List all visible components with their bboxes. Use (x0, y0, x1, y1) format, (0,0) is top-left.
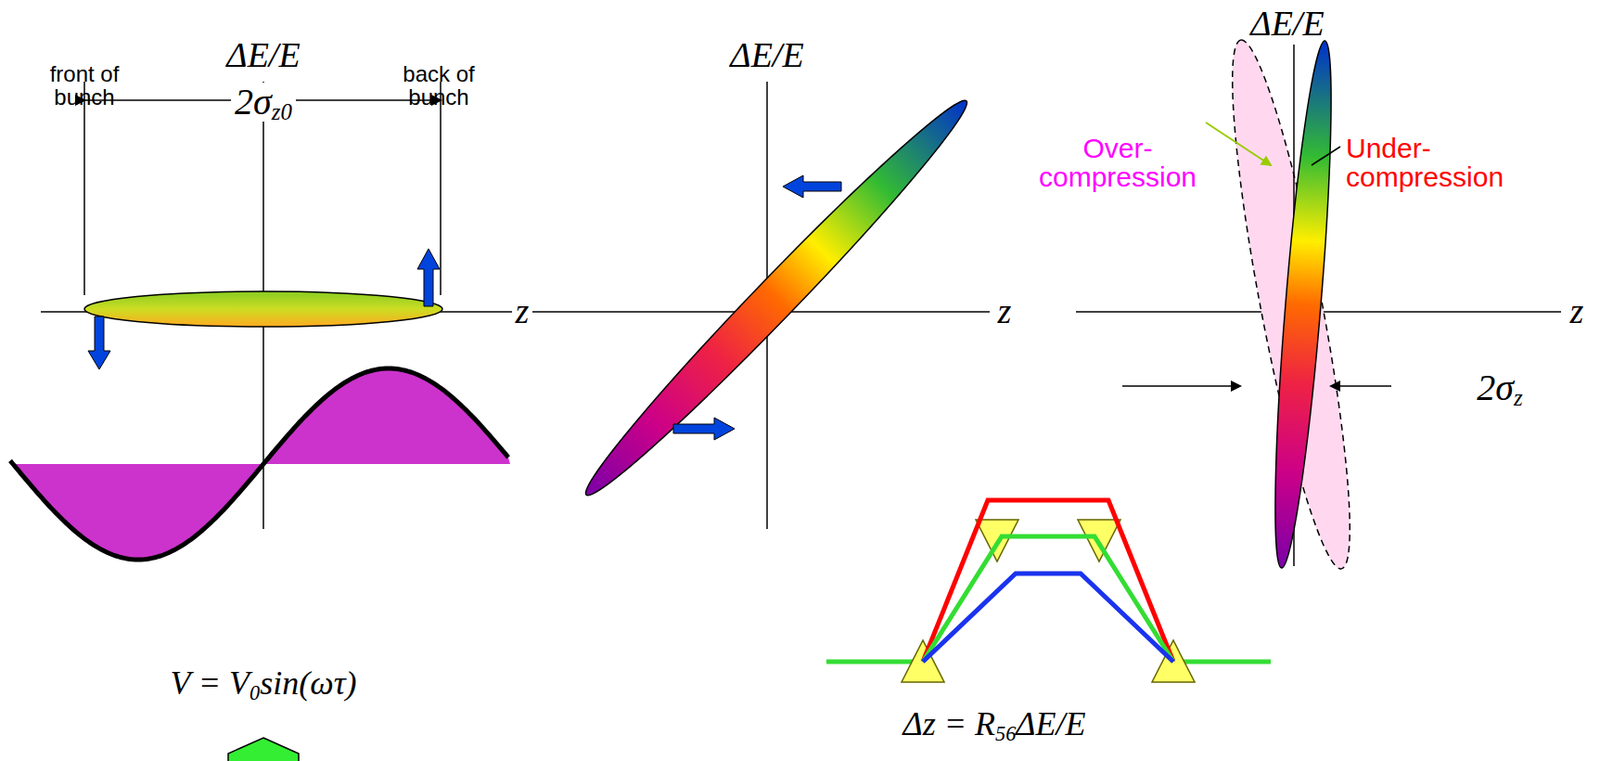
dimension-arrow (1122, 384, 1241, 387)
beam-path (1173, 659, 1271, 665)
kick-arrow (88, 316, 111, 370)
axis-label: z (1566, 293, 1588, 331)
rf-wave-fill (10, 368, 511, 560)
equation: Δz = R56ΔE/E (903, 706, 1087, 743)
callout-label: Over- compression (1024, 133, 1211, 192)
dimension-arrow (1331, 384, 1392, 387)
axis-label: ΔE/E (222, 37, 304, 75)
axis-label: ΔE/E (1250, 5, 1324, 43)
beam-path (922, 499, 1174, 662)
subscript: z (1513, 384, 1524, 410)
axis-label: z (512, 293, 534, 331)
rf-wave (10, 368, 509, 560)
dimension-label: 2σz0 (230, 82, 296, 122)
axis-label: z (994, 293, 1016, 331)
subscript: z0 (271, 99, 293, 125)
extension-line (83, 81, 86, 295)
over-compressed-bunch (1210, 34, 1372, 575)
leader-line (1205, 122, 1271, 166)
beam-path (922, 536, 1174, 662)
bunch-end-label: back of bunch (396, 62, 481, 109)
equation: V = V0sin(ωτ) (169, 665, 357, 702)
subscript: 56 (995, 721, 1016, 745)
shift-arrow (782, 175, 842, 198)
beam-path (826, 659, 923, 665)
callout-label: Under- compression (1345, 133, 1569, 192)
dimension-label: 2σz (1476, 368, 1523, 408)
bunch (84, 291, 443, 327)
beam-path (922, 573, 1174, 662)
extension-line (439, 81, 442, 295)
shift-arrow (673, 417, 735, 440)
subscript: 0 (249, 680, 260, 704)
compressed-bunch (1264, 38, 1344, 569)
kick-arrow (417, 248, 440, 307)
chirped-bunch (571, 87, 981, 510)
down-arrow (228, 737, 299, 761)
bunch-end-label: front of bunch (42, 62, 127, 109)
leader-line (1311, 146, 1341, 166)
axis-label: ΔE/E (726, 37, 807, 75)
